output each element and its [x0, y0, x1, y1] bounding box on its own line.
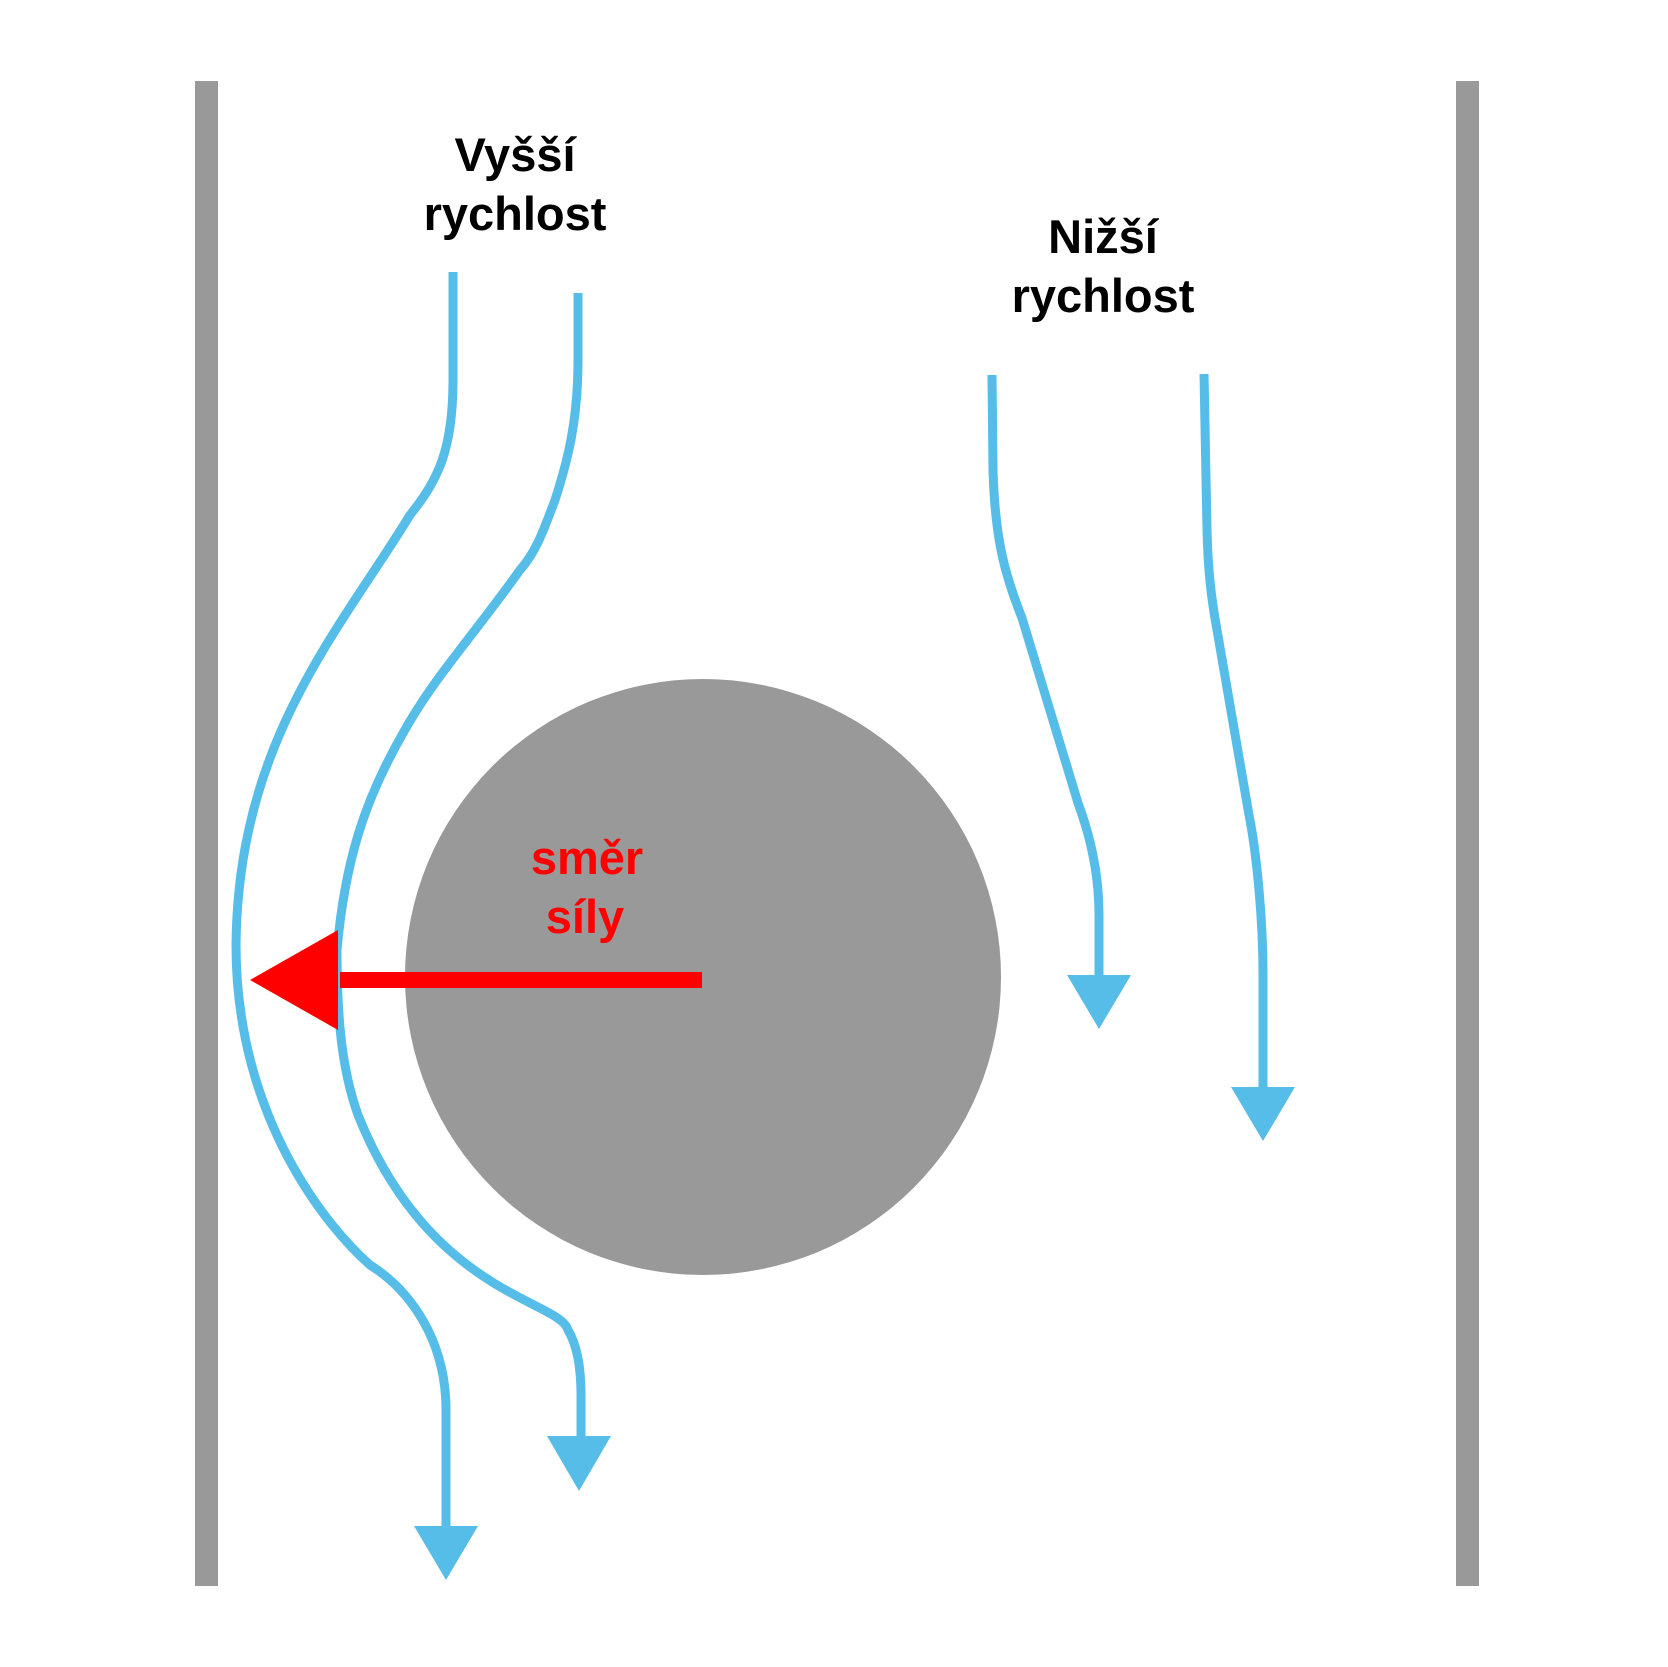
higher-speed-label-line1: Vyšší — [454, 128, 577, 181]
streamline-right-outer — [1199, 373, 1295, 1141]
streamline-left-inner — [332, 293, 611, 1491]
right-wall — [1456, 81, 1479, 1586]
left-wall — [195, 81, 218, 1586]
streamline-right-inner — [987, 374, 1131, 1029]
streamline-left-outer — [231, 272, 478, 1580]
streamline-arrowhead — [1067, 975, 1131, 1029]
streamline-path — [987, 374, 1104, 976]
force-arrowhead — [250, 930, 338, 1030]
streamline-arrowhead — [414, 1526, 478, 1580]
force-direction-label-line1: směr — [531, 831, 643, 884]
force-direction-label-line2: síly — [546, 890, 624, 943]
streamline-path — [231, 272, 458, 1527]
streamline-arrowhead — [1231, 1087, 1295, 1141]
ball — [405, 679, 1001, 1275]
streamline-arrowhead — [547, 1436, 611, 1491]
streamline-path — [1199, 373, 1268, 1088]
streamline-path — [332, 293, 586, 1437]
lower-speed-label-line2: rychlost — [1012, 269, 1195, 322]
lower-speed-label-line1: Nižší — [1048, 210, 1160, 263]
force-arrow — [250, 930, 702, 1030]
higher-speed-label-line2: rychlost — [424, 187, 607, 240]
